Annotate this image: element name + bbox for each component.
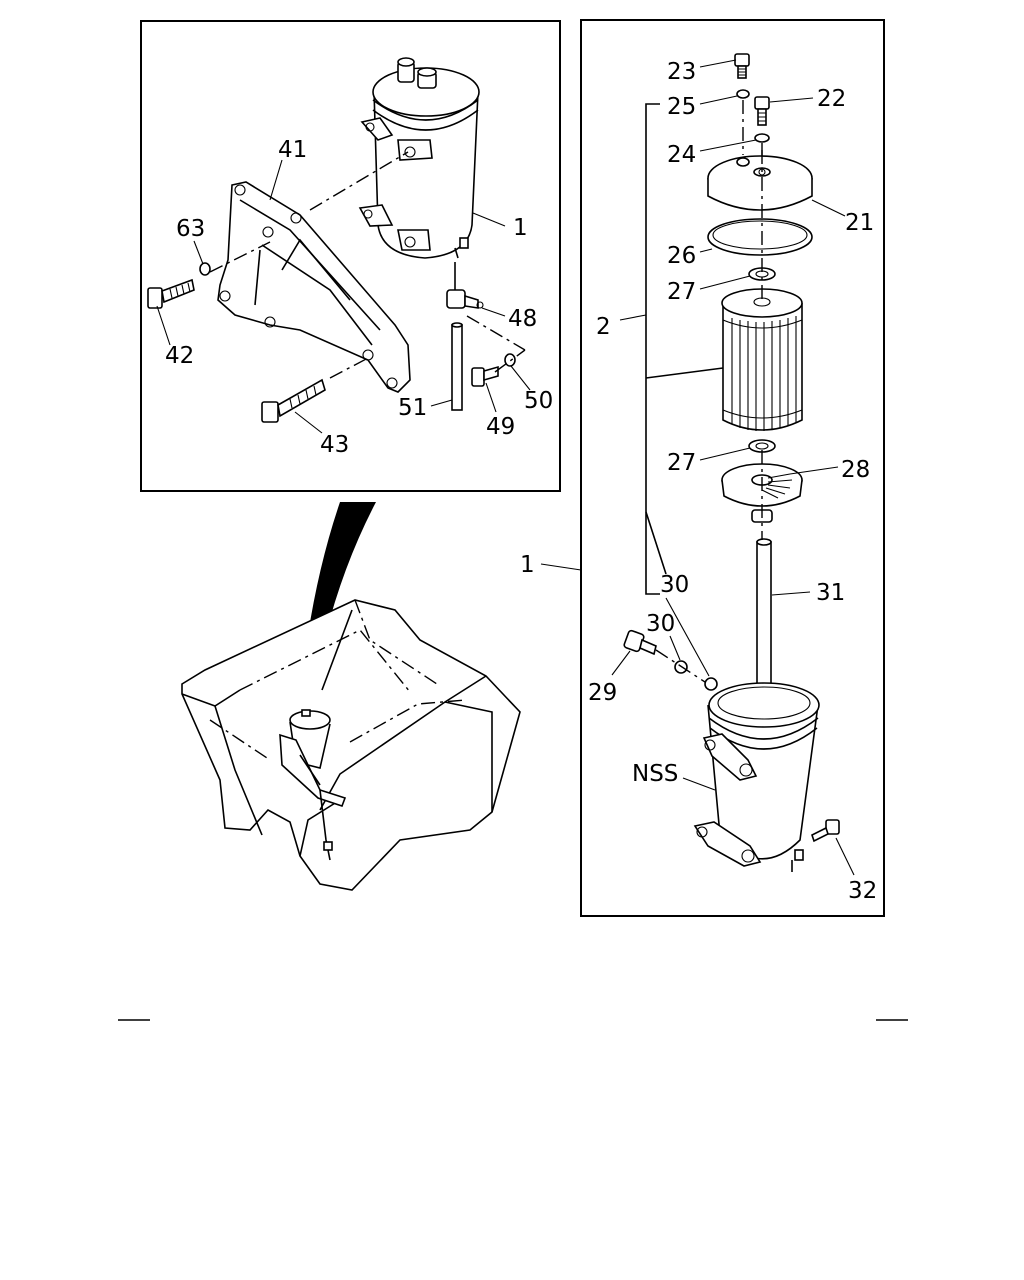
bracket-leaders [156, 159, 531, 434]
washer-30b [704, 677, 718, 691]
callout-30-lower: 30 [646, 611, 675, 637]
washer-25 [736, 89, 750, 99]
callout-42: 42 [165, 343, 194, 369]
drain-pipe-51 [451, 322, 463, 411]
bolt-23 [734, 53, 750, 79]
exploded-leaders [540, 59, 855, 876]
callout-22: 22 [817, 86, 846, 112]
callout-29: 29 [588, 680, 617, 706]
bolt-42 [147, 278, 195, 309]
callout-32: 32 [848, 878, 877, 904]
callout-26: 26 [667, 243, 696, 269]
callout-1-right: 1 [520, 552, 535, 578]
filter-exploded [623, 53, 840, 872]
filter-element [721, 288, 803, 431]
filter-on-engine [279, 709, 347, 861]
fitting-48 [446, 262, 484, 309]
plug-29 [623, 629, 657, 656]
callout-31: 31 [816, 580, 845, 606]
callout-27-upper: 27 [667, 279, 696, 305]
callout-51: 51 [398, 395, 427, 421]
callout-nss: NSS [632, 761, 678, 787]
callout-1-top: 1 [513, 215, 528, 241]
callout-labels: 1 41 63 42 43 48 49 50 51 23 22 25 24 21… [165, 59, 877, 904]
callout-21: 21 [845, 210, 874, 236]
callout-48: 48 [508, 306, 537, 332]
callout-28: 28 [841, 457, 870, 483]
washer-63 [199, 262, 211, 276]
bolt-43 [261, 378, 326, 423]
mounting-bracket [217, 181, 411, 393]
filter-housing-detail [358, 57, 480, 259]
callout-63: 63 [176, 216, 205, 242]
bolt-22 [754, 96, 770, 126]
filter-housing-nss [693, 682, 820, 872]
callout-43: 43 [320, 432, 349, 458]
bolt-49 [471, 365, 499, 387]
filter-exploded-frame [580, 19, 885, 917]
callout-50: 50 [524, 388, 553, 414]
bracket-detail-frame [140, 20, 561, 492]
callout-27-lower: 27 [667, 450, 696, 476]
callout-49: 49 [486, 414, 515, 440]
gasket-26 [707, 218, 813, 256]
engine-overview [181, 502, 521, 891]
callout-24: 24 [667, 142, 696, 168]
callout-41: 41 [278, 137, 307, 163]
callout-23: 23 [667, 59, 696, 85]
cover-21 [707, 155, 813, 211]
center-tube-31 [756, 538, 772, 701]
bolt-32 [811, 819, 840, 843]
callout-30-upper: 30 [660, 572, 689, 598]
bracket-assembly [147, 57, 526, 423]
callout-2: 2 [596, 314, 611, 340]
washer-24 [754, 133, 770, 143]
callout-25: 25 [667, 94, 696, 120]
washer-50 [504, 353, 516, 367]
